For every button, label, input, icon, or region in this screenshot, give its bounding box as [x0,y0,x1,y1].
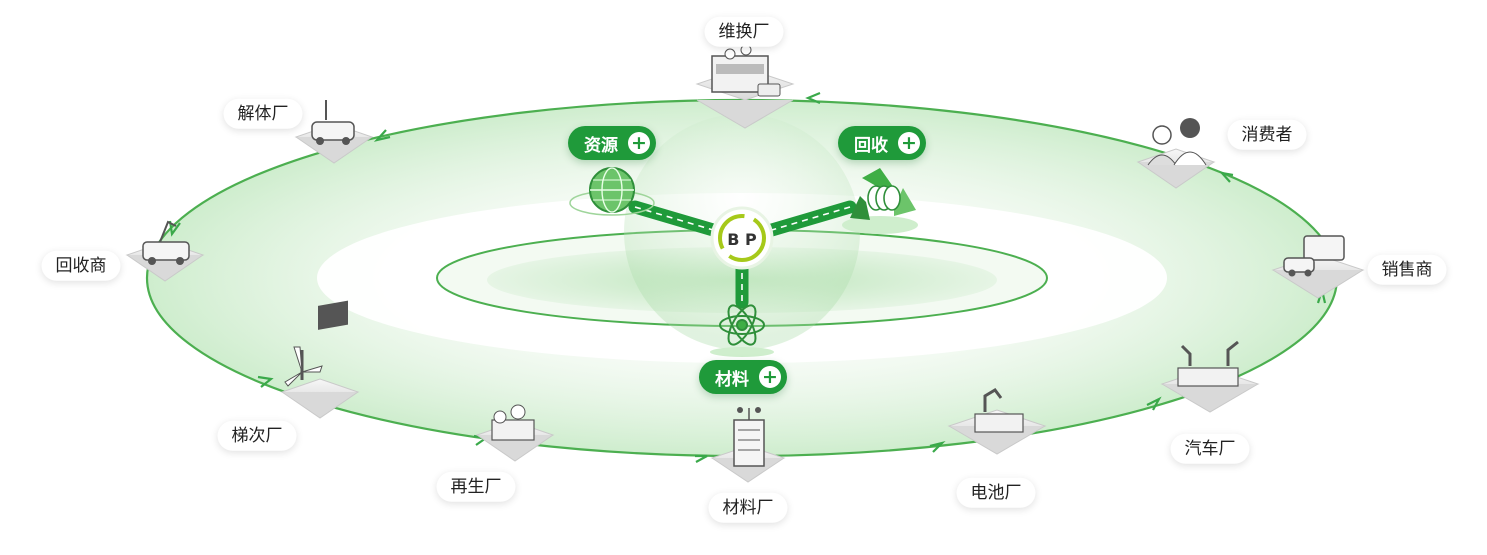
plus-icon[interactable]: + [759,366,781,388]
plus-icon[interactable]: + [628,132,650,154]
node-label-battery[interactable]: 电池厂 [956,477,1036,509]
truck-car-icon [1271,235,1365,299]
node-label-repair[interactable]: 维换厂 [704,16,784,48]
tow-truck-icon [125,220,205,282]
car-icon [294,100,374,164]
pill-recycle[interactable]: 回收 + [838,126,926,160]
pill-resource[interactable]: 资源 + [568,126,656,160]
hub-logo: B P [710,206,774,270]
wind-turbine-icon [280,300,360,419]
building-icon [710,407,786,483]
node-label-dealer[interactable]: 销售商 [1367,254,1447,286]
robot-arm-icon-2 [947,388,1047,455]
atom-icon [710,304,774,357]
globe-icon [569,167,655,216]
factory-icon [695,44,795,129]
plus-icon[interactable]: + [898,132,920,154]
pill-resource-label: 资源 [584,135,618,156]
chem-plant-icon [475,404,555,462]
ring-arrows [168,91,1327,463]
node-label-cascade[interactable]: 梯次厂 [217,420,297,452]
people-icon [1136,118,1216,189]
node-label-regen[interactable]: 再生厂 [436,471,516,503]
svg-text:B P: B P [727,230,757,249]
node-label-recycler[interactable]: 回收商 [41,250,121,282]
node-label-dismantle[interactable]: 解体厂 [223,98,303,130]
node-label-materials[interactable]: 材料厂 [708,492,788,524]
recycle-icon [842,168,918,234]
node-label-consumer[interactable]: 消费者 [1227,119,1307,151]
pill-material-label: 材料 [715,369,749,390]
pill-material[interactable]: 材料 + [699,360,787,394]
node-label-automaker[interactable]: 汽车厂 [1170,433,1250,465]
pill-recycle-label: 回收 [854,135,888,156]
robot-arm-icon [1160,340,1260,413]
